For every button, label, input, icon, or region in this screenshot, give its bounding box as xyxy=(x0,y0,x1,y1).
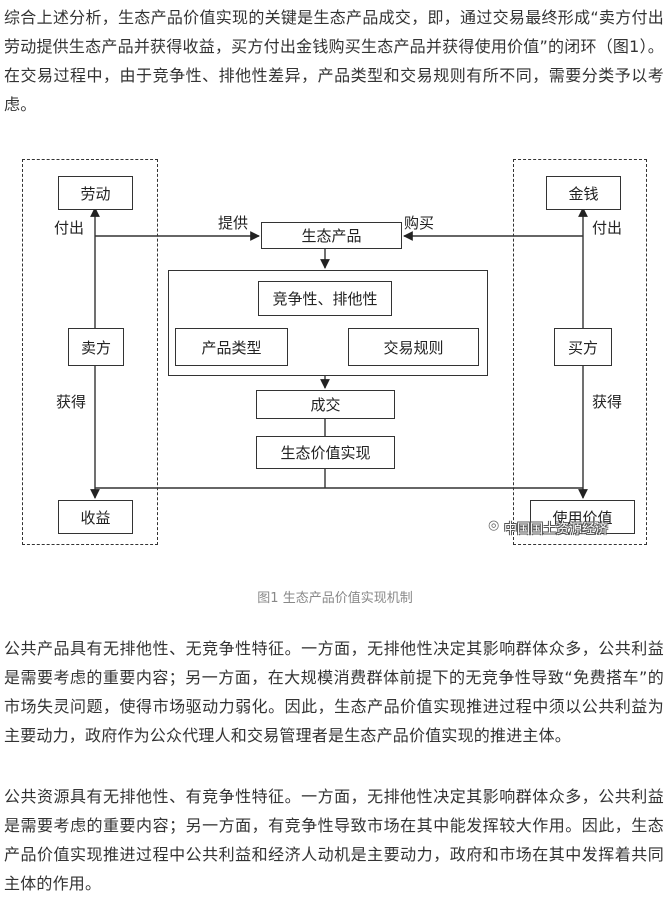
gain-label-left: 获得 xyxy=(56,393,87,411)
wechat-logo-icon: ◎ xyxy=(488,518,500,533)
watermark: 中国国土资源经济 xyxy=(504,522,609,537)
deal-box: 成交 xyxy=(256,390,395,419)
use-value-box: 使用价值 xyxy=(530,500,635,534)
public-resources-paragraph: 公共资源具有无排他性、有竞争性特征。一方面，无排他性决定其影响群体众多，公共利益… xyxy=(4,787,664,893)
pay-label-right: 付出 xyxy=(592,219,623,237)
public-goods-paragraph: 公共产品具有无排他性、无竞争性特征。一方面，无排他性决定其影响群体众多，公共利益… xyxy=(4,639,664,745)
figure-caption: 图1 生态产品价值实现机制 xyxy=(257,591,413,606)
buyer-box: 买方 xyxy=(554,328,612,366)
seller-box: 卖方 xyxy=(68,328,124,366)
buy-label: 购买 xyxy=(404,214,435,232)
income-box: 收益 xyxy=(58,500,133,534)
eco-product-box: 生态产品 xyxy=(261,222,402,249)
labor-box: 劳动 xyxy=(58,176,133,210)
pay-label-left: 付出 xyxy=(54,219,85,237)
gain-label-right: 获得 xyxy=(592,393,623,411)
money-box: 金钱 xyxy=(546,176,621,210)
intro-paragraph: 综合上述分析，生态产品价值实现的关键是生态产品成交，即，通过交易最终形成“卖方付… xyxy=(4,8,664,114)
buyer-group-frame xyxy=(513,159,647,545)
trade-rule-box: 交易规则 xyxy=(348,328,479,366)
product-type-box: 产品类型 xyxy=(175,328,288,366)
diagram-connectors xyxy=(90,207,588,499)
provide-label: 提供 xyxy=(218,214,249,232)
value-realization-box: 生态价值实现 xyxy=(256,436,395,469)
mechanism-diagram: 劳动 卖方 收益 金钱 买方 使用价值 生态产品 竞争性、排他性 产品类型 交易… xyxy=(18,156,650,548)
competition-box: 竞争性、排他性 xyxy=(258,281,392,316)
seller-group-frame xyxy=(22,159,158,545)
